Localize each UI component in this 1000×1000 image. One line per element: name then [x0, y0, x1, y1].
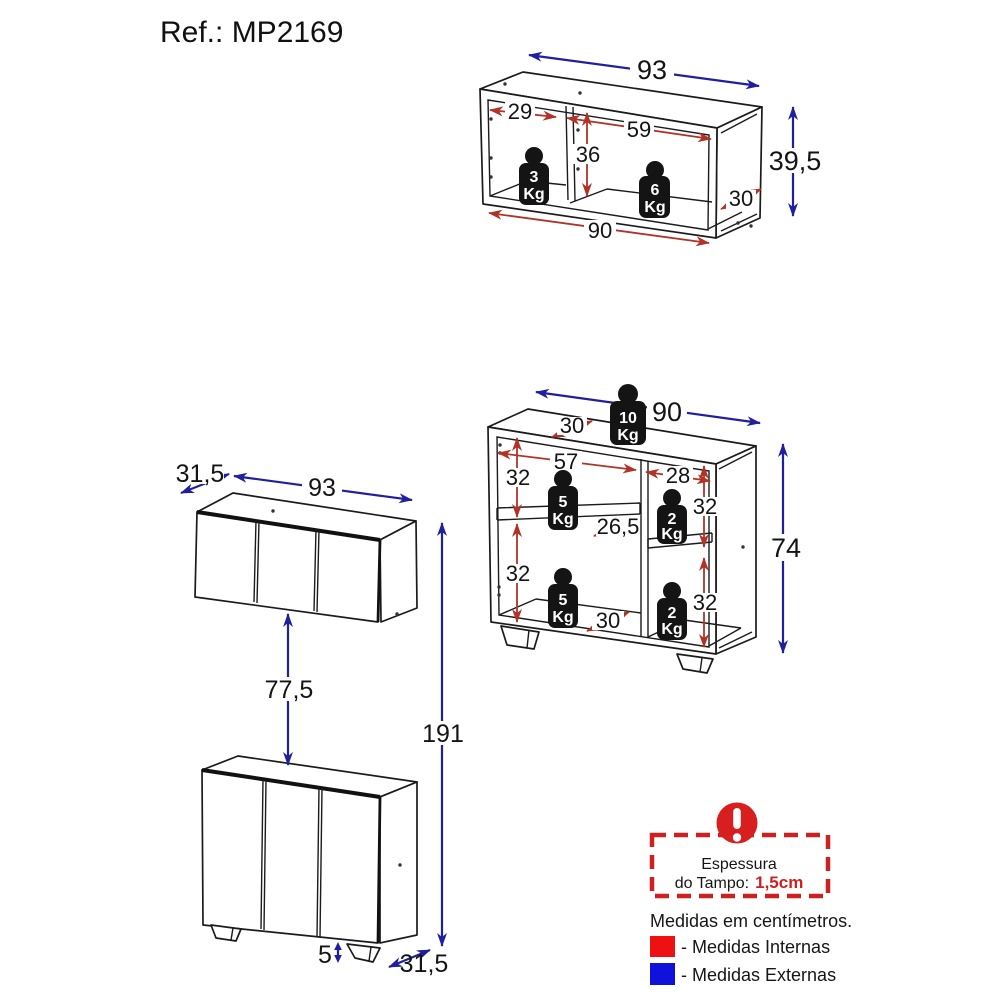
base-cabinet-closed [201, 755, 418, 963]
dim-internal-depth: 30 [720, 186, 762, 211]
dim-left-upper-height: 32 [503, 437, 532, 518]
capacity-value: 5 [559, 494, 568, 511]
thickness-value: 1,5cm [755, 873, 803, 892]
dim-internal-left-width: 57 [497, 449, 637, 474]
svg-text:191: 191 [422, 720, 464, 748]
base-cabinet-open-view: 90 74 10 Kg 30 57 28 [487, 384, 808, 674]
dim-foot-height: 5 [318, 941, 342, 969]
assembled-set-view: 31,5 93 77,5 191 5 31,5 [176, 460, 465, 978]
dim-wall-depth: 31,5 [176, 460, 230, 495]
cabinet-side-face [379, 520, 418, 623]
dim-gap-height: 77,5 [263, 613, 314, 766]
weight-capacity-icon: 2 Kg [657, 489, 687, 544]
door-gaps [260, 778, 323, 939]
cabinet-foot [676, 653, 714, 674]
svg-text:93: 93 [308, 474, 336, 502]
units-note: Medidas em centímetros. [650, 911, 852, 931]
svg-text:32: 32 [693, 590, 717, 615]
dim-internal-left-width: 29 [489, 99, 557, 124]
weight-capacity-icon: 10 Kg [610, 384, 646, 445]
external-color-swatch [650, 963, 675, 985]
cabinet-side-face [379, 781, 418, 944]
thickness-info-box [649, 832, 831, 899]
dim-wall-width: 93 [233, 472, 413, 504]
svg-text:90: 90 [652, 397, 682, 427]
svg-text:29: 29 [508, 99, 532, 124]
dim-total-height: 191 [420, 522, 465, 947]
weight-capacity-icon: 3 Kg [519, 147, 549, 205]
cabinet-foot [346, 943, 381, 963]
center-divider [640, 459, 649, 638]
svg-text:32: 32 [693, 494, 717, 519]
door-gaps [253, 519, 320, 613]
capacity-value: 6 [651, 182, 660, 199]
svg-text:57: 57 [554, 449, 578, 474]
cabinet-foot [500, 625, 540, 650]
capacity-value: 3 [530, 169, 539, 186]
capacity-value: 5 [559, 592, 568, 609]
thickness-line1: Espessura [701, 856, 777, 873]
dim-external-width: 90 [535, 388, 761, 427]
dim-right-lower-height: 32 [690, 557, 719, 648]
legend: Espessura do Tampo:1,5cm Medidas em cent… [649, 802, 852, 985]
svg-text:39,5: 39,5 [769, 146, 822, 176]
svg-text:31,5: 31,5 [176, 460, 225, 488]
dim-right-upper-height: 32 [690, 465, 719, 548]
wall-cabinet-open-view: 3 Kg 6 Kg 93 39,5 29 59 [479, 51, 822, 247]
dim-internal-bottom-depth: 30 [586, 608, 630, 633]
cabinet-side-face [715, 445, 757, 655]
dim-internal-width: 90 [488, 209, 710, 247]
svg-text:31,5: 31,5 [400, 950, 449, 978]
svg-text:93: 93 [637, 55, 667, 85]
capacity-unit: Kg [617, 427, 638, 444]
svg-text:28: 28 [666, 463, 690, 488]
svg-text:32: 32 [506, 561, 530, 586]
weight-capacity-icon: 5 Kg [548, 470, 578, 530]
capacity-value: 10 [619, 410, 637, 427]
svg-text:30: 30 [560, 413, 584, 438]
external-measures-label: - Medidas Externas [681, 965, 836, 985]
capacity-value: 2 [668, 605, 677, 622]
svg-text:77,5: 77,5 [265, 676, 314, 704]
wall-cabinet-closed [194, 492, 418, 623]
dim-external-height: 39,5 [769, 106, 822, 217]
warning-icon [716, 802, 758, 844]
internal-color-swatch [650, 936, 675, 957]
dim-internal-top-depth: 30 [551, 413, 593, 438]
svg-text:30: 30 [729, 186, 753, 211]
weight-capacity-icon: 5 Kg [548, 568, 578, 628]
cabinet-doors-front [201, 769, 381, 944]
svg-text:36: 36 [576, 142, 600, 167]
svg-text:74: 74 [771, 533, 801, 563]
capacity-unit: Kg [552, 511, 573, 528]
thickness-line2: do Tampo:1,5cm [675, 873, 804, 892]
dim-external-width: 93 [528, 51, 760, 90]
inner-frame [496, 436, 710, 648]
dim-internal-height: 36 [573, 112, 603, 197]
capacity-unit: Kg [644, 199, 665, 216]
dim-external-height: 74 [764, 443, 808, 654]
capacity-unit: Kg [552, 609, 573, 626]
capacity-unit: Kg [661, 526, 682, 543]
svg-text:59: 59 [627, 117, 651, 142]
capacity-unit: Kg [661, 621, 682, 638]
page-title: Ref.: MP2169 [160, 16, 343, 49]
cabinet-side-face [715, 106, 763, 239]
svg-text:90: 90 [588, 218, 612, 243]
svg-text:26,5: 26,5 [597, 514, 640, 539]
svg-text:32: 32 [506, 465, 530, 490]
dim-left-lower-height: 32 [503, 523, 532, 623]
capacity-value: 2 [668, 511, 677, 528]
dim-base-depth: 31,5 [388, 948, 449, 978]
weight-capacity-icon: 2 Kg [657, 582, 687, 640]
internal-measures-label: - Medidas Internas [681, 937, 830, 957]
capacity-unit: Kg [523, 186, 544, 203]
svg-text:5: 5 [318, 941, 332, 969]
dim-shelf-depth: 26,5 [593, 514, 640, 539]
svg-text:30: 30 [596, 608, 620, 633]
